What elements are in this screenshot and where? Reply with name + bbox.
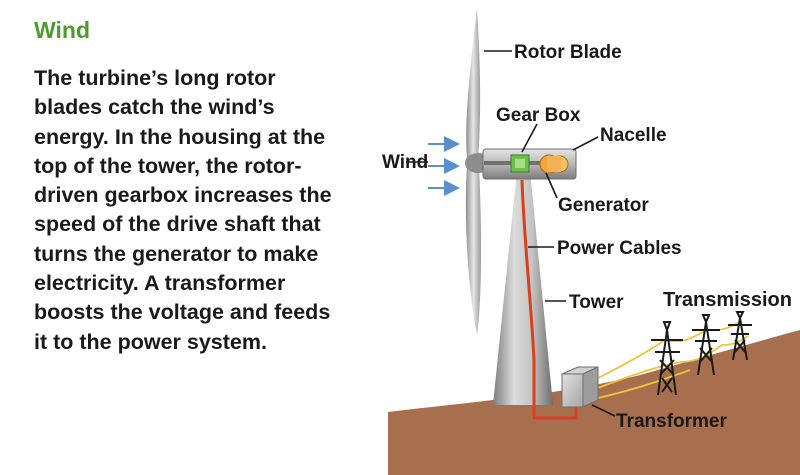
label-gear-box: Gear Box: [496, 105, 581, 126]
label-power-cables: Power Cables: [557, 238, 682, 259]
transmission-tower: [728, 311, 752, 361]
transmission-tower: [692, 314, 720, 376]
label-generator: Generator: [558, 195, 649, 216]
paragraph-line: boosts the voltage and feeds: [34, 300, 331, 325]
label-transmission: Transmission: [663, 289, 792, 311]
paragraph-line: speed of the drive shaft that: [34, 212, 321, 237]
gearbox-detail: [515, 159, 525, 168]
paragraph-line: driven gearbox increases the: [34, 183, 332, 208]
tower: [493, 170, 553, 405]
transformer: [561, 366, 599, 408]
paragraph-line: energy. In the housing at the: [34, 124, 326, 149]
transmission-tower: [651, 321, 683, 396]
paragraph-line: it to the power system.: [34, 329, 267, 354]
description-paragraph: The turbine’s long rotor blades catch th…: [34, 64, 364, 357]
paragraph-line: The turbine’s long rotor: [34, 66, 276, 90]
label-nacelle: Nacelle: [600, 125, 667, 146]
leader-lines: [406, 50, 616, 417]
label-rotor-blade: Rotor Blade: [514, 42, 622, 63]
label-transformer: Transformer: [616, 411, 727, 432]
paragraph-line: electricity. A transformer: [34, 271, 286, 296]
rotor-blade-upper: [466, 8, 481, 160]
paragraph-line: top of the tower, the rotor-: [34, 153, 302, 178]
label-tower: Tower: [569, 292, 624, 313]
generator: [539, 154, 569, 174]
paragraph-line: turns the generator to make: [34, 241, 319, 266]
heading: Wind: [34, 17, 90, 43]
rotor-blade-lower: [465, 165, 482, 335]
label-wind: Wind: [382, 152, 428, 173]
power-cable: [520, 179, 578, 420]
ground: [388, 330, 800, 475]
paragraph-line: blades catch the wind’s: [34, 95, 275, 120]
